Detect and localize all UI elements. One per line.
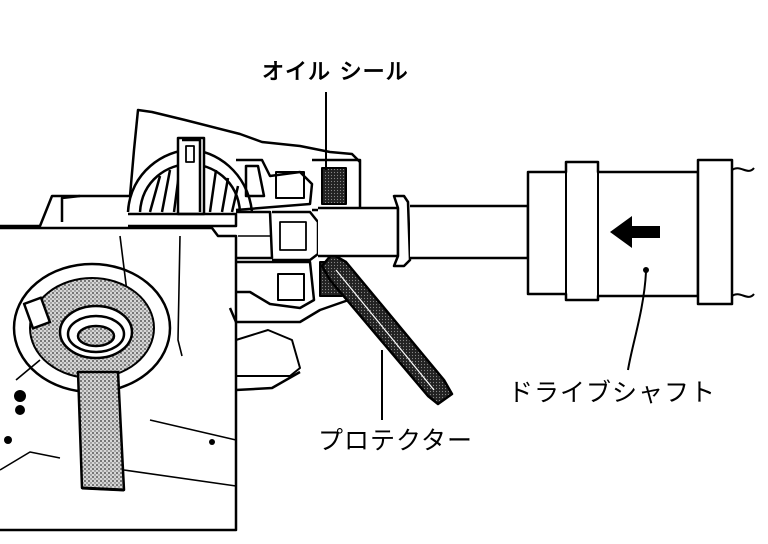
case-fasteners [4, 390, 215, 445]
protector-tool [320, 252, 454, 406]
drive-shaft-label: ドライブシャフト [508, 378, 717, 407]
oil-seal-label: オイル シール [262, 60, 409, 85]
left-arrow-icon [610, 216, 660, 248]
differential-gear [126, 136, 254, 228]
drive-shaft [318, 158, 755, 306]
protector-label: プロテクター [318, 426, 474, 455]
drive-shaft-leader [627, 271, 647, 371]
flange-tool [12, 262, 172, 492]
